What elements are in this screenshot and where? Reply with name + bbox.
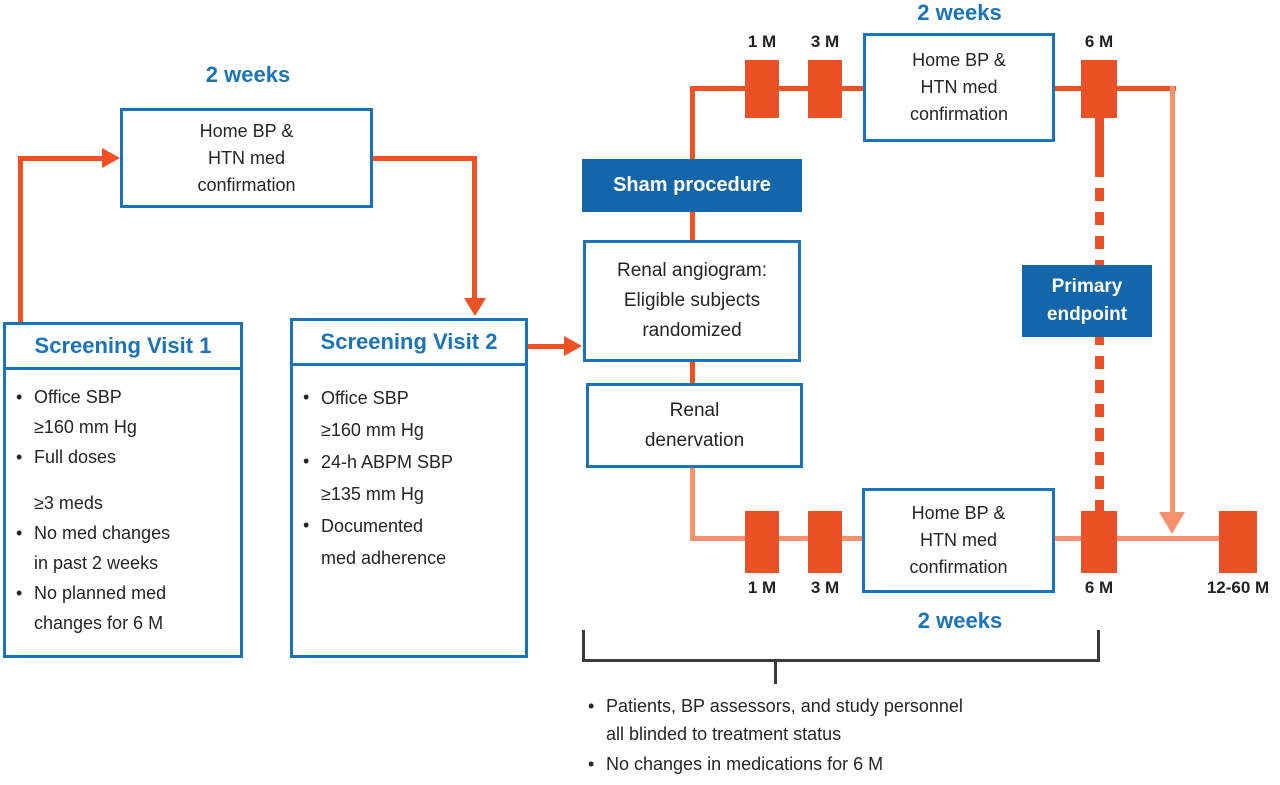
footnote-text: Patients, BP assessors, and study person… xyxy=(606,696,963,716)
visit-marker-3m-bottom xyxy=(808,511,842,573)
marker-label-1m-top: 1 M xyxy=(747,32,777,51)
visit-marker-followup xyxy=(1219,511,1257,573)
bracket-stem xyxy=(774,659,777,684)
confirm-box-line: confirmation xyxy=(909,104,1009,124)
confirm-box-line: HTN med xyxy=(919,530,997,550)
confirm-box-line: Home BP & xyxy=(199,120,294,141)
connector-sv1-right xyxy=(18,156,104,161)
bullet-text: No med changes xyxy=(34,523,171,543)
connector-sv2-angiogram xyxy=(528,344,568,349)
bullet-dot xyxy=(16,518,34,578)
duration-label-denervation-arm: 2 weeks xyxy=(917,608,1003,633)
connector-confirm-right xyxy=(373,156,477,161)
denervation-line: denervation xyxy=(644,429,745,451)
bullet-text: Office SBP xyxy=(34,387,122,407)
footnotes: Patients, BP assessors, and study person… xyxy=(588,692,1208,780)
primary-endpoint-text: endpoint xyxy=(1046,304,1128,325)
screening-visit-1-box: Screening Visit 1 Office SBP ≥160 mm Hg … xyxy=(3,322,243,658)
angiogram-line: Eligible subjects xyxy=(623,290,761,311)
endpoint-line-top-cap xyxy=(1095,116,1104,164)
bullet-dot xyxy=(16,382,34,442)
bullet-text: Full doses xyxy=(34,447,117,467)
right-return-line xyxy=(1170,86,1175,514)
sham-procedure-label: Sham procedure xyxy=(582,159,802,212)
arrowhead-into-followup xyxy=(1159,512,1185,534)
footnote-text: all blinded to treatment status xyxy=(606,724,842,744)
screening-visit-1-title: Screening Visit 1 xyxy=(6,325,240,370)
list-item: Documented med adherence xyxy=(303,510,519,574)
bracket-right-tick xyxy=(1097,630,1100,662)
confirm-box-line: confirmation xyxy=(197,174,296,195)
arrowhead-into-angiogram xyxy=(564,336,582,356)
marker-label-3m-top: 3 M xyxy=(810,32,840,51)
visit-marker-1m-bottom xyxy=(745,511,779,573)
bullet-dot xyxy=(303,510,321,574)
bullet-text: ≥135 mm Hg xyxy=(321,484,424,504)
connector-down-sv2 xyxy=(472,156,477,298)
list-item: No med changes in past 2 weeks xyxy=(16,518,234,578)
marker-label-6m-bottom: 6 M xyxy=(1084,578,1114,597)
denervation-box: Renal denervation xyxy=(586,383,803,468)
connector-angiogram-denervation xyxy=(690,360,695,386)
bullet-text: ≥3 meds xyxy=(34,493,103,513)
bullet-dot xyxy=(303,446,321,510)
arrowhead-into-sv2 xyxy=(464,298,486,316)
confirm-box-denervation-arm: Home BP & HTN med confirmation xyxy=(862,488,1055,593)
list-item: Office SBP ≥160 mm Hg xyxy=(16,382,234,442)
bullet-text: 24-h ABPM SBP xyxy=(321,452,454,472)
connector-denervation-timeline xyxy=(690,466,695,540)
visit-marker-6m-top xyxy=(1081,60,1117,118)
duration-label-sham-arm: 2 weeks xyxy=(917,0,1002,25)
list-item: Office SBP ≥160 mm Hg xyxy=(303,382,519,446)
visit-marker-3m-top xyxy=(808,60,842,118)
denervation-line: Renal xyxy=(669,399,720,421)
angiogram-box: Renal angiogram: Eligible subjects rando… xyxy=(583,240,801,362)
bullet-text: Office SBP xyxy=(321,388,409,408)
bullet-dot xyxy=(588,750,606,778)
confirm-box-line: confirmation xyxy=(909,557,1008,577)
list-item: 24-h ABPM SBP ≥135 mm Hg xyxy=(303,446,519,510)
visit-marker-1m-top xyxy=(745,60,779,118)
bullet-dot xyxy=(16,578,34,638)
sham-procedure-text: Sham procedure xyxy=(613,174,771,196)
endpoint-line-bottom-cap xyxy=(1095,504,1104,514)
screening-visit-2-title: Screening Visit 2 xyxy=(293,321,525,366)
confirm-box-line: HTN med xyxy=(207,147,285,168)
marker-label-followup: 12-60 M xyxy=(1206,578,1270,597)
bullet-dot xyxy=(588,692,606,748)
bullet-dot xyxy=(303,382,321,446)
primary-endpoint-text: Primary xyxy=(1051,276,1123,297)
confirm-box-sham-arm: Home BP & HTN med confirmation xyxy=(863,33,1055,142)
list-item: No planned med changes for 6 M xyxy=(16,578,234,638)
list-item: Full doses ≥3 meds xyxy=(16,442,234,518)
visit-marker-6m-bottom xyxy=(1081,511,1117,573)
bullet-text: in past 2 weeks xyxy=(34,553,159,573)
bullet-text: changes for 6 M xyxy=(34,613,164,633)
footnote-text: No changes in medications for 6 M xyxy=(606,754,884,774)
screening-visit-2-box: Screening Visit 2 Office SBP ≥160 mm Hg … xyxy=(290,318,528,658)
angiogram-line: randomized xyxy=(642,320,742,341)
footnote-item: Patients, BP assessors, and study person… xyxy=(588,692,1208,748)
arrowhead-into-confirm-box xyxy=(102,148,120,168)
bullet-text: ≥160 mm Hg xyxy=(321,420,424,440)
primary-endpoint-label: Primary endpoint xyxy=(1022,265,1152,337)
marker-label-6m-top: 6 M xyxy=(1084,32,1114,51)
bullet-text: No planned med xyxy=(34,583,167,603)
angiogram-line: Renal angiogram: xyxy=(617,260,767,281)
bullet-text: med adherence xyxy=(321,548,447,568)
marker-label-1m-bottom: 1 M xyxy=(747,578,777,597)
footnote-item: No changes in medications for 6 M xyxy=(588,750,1208,778)
bullet-dot xyxy=(16,442,34,518)
confirm-box-line: HTN med xyxy=(920,77,998,97)
marker-label-3m-bottom: 3 M xyxy=(810,578,840,597)
bracket-left-tick xyxy=(582,630,585,662)
confirm-box-screening: Home BP & HTN med confirmation xyxy=(120,108,373,208)
duration-label-screening: 2 weeks xyxy=(205,62,291,87)
confirm-box-line: Home BP & xyxy=(912,50,1006,70)
confirm-box-line: Home BP & xyxy=(911,503,1006,523)
bullet-text: Documented xyxy=(321,516,424,536)
connector-sv1-up xyxy=(18,156,23,322)
bullet-text: ≥160 mm Hg xyxy=(34,417,137,437)
bracket-horizontal xyxy=(582,659,1100,662)
